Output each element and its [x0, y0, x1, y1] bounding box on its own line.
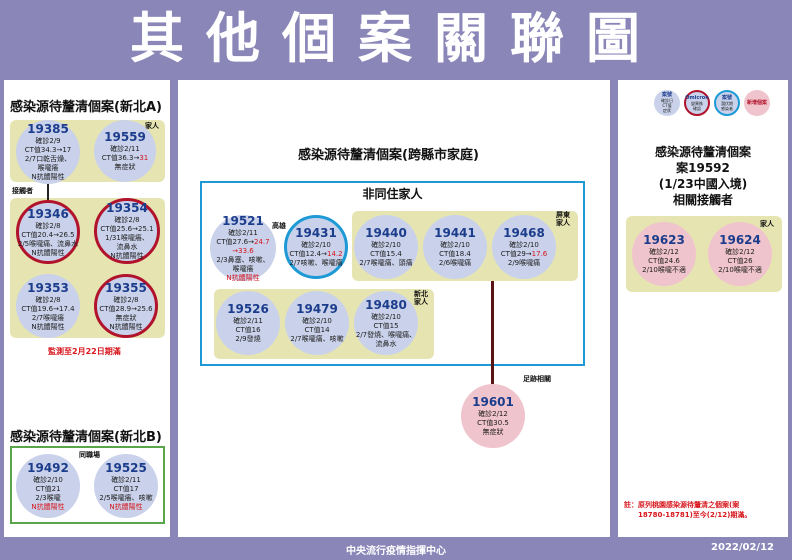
panel-right: 案號 確診日 CT值 症狀 Omicron 變異株 確認 案號 潛伏期 感染者 …	[618, 80, 788, 537]
legend-new-case: 新增個案	[744, 90, 770, 116]
tag-workplace: 同職場	[79, 451, 100, 459]
case-19480[interactable]: 19480 確診2/10 CT值15 2/7發燒、喉嚨痛、 流鼻水	[354, 291, 418, 355]
case-19526[interactable]: 19526 確診2/11 CT值16 2/9發燒	[216, 291, 280, 355]
case-19492[interactable]: 19492 確診2/10 CT值21 2/3喉嚨 N抗體陽性	[16, 454, 80, 518]
tag-right-family: 家人	[760, 220, 774, 228]
tag-kaohsiung: 高雄	[272, 222, 286, 230]
right-title-3: (1/23中國入境)	[658, 177, 748, 191]
footer-center: 中央流行疫情指揮中心	[346, 546, 446, 557]
group-a-title: 感染源待釐清個案(新北A)	[10, 100, 162, 115]
page-title: 其他個案關聯圖	[130, 7, 662, 70]
tag-contact: 接觸者	[12, 187, 33, 195]
footprint-line	[491, 281, 494, 384]
legend-case: 案號 確診日 CT值 症狀	[654, 90, 680, 116]
middle-title: 感染源待釐清個案(跨縣市家庭)	[298, 148, 479, 163]
monitor-note: 監測至2月22日期滿	[48, 347, 121, 356]
right-title-4: 相關接觸者	[672, 193, 733, 207]
non-cohabiting-frame	[200, 181, 585, 366]
non-cohabiting-title: 非同住家人	[362, 187, 423, 201]
tag-pingtung: 屏東 家人	[556, 211, 570, 227]
legend-incubation: 案號 潛伏期 感染者	[714, 90, 740, 116]
footer-date: 2022/02/12	[711, 542, 774, 553]
case-19346[interactable]: 19346 確診2/8 CT值20.4→26.5 2/5喉嚨痛、流鼻水 N抗體陽…	[16, 200, 80, 264]
case-19353[interactable]: 19353 確診2/8 CT值19.6→17.4 2/7喉嚨癢 N抗體陽性	[16, 274, 80, 338]
case-19385[interactable]: 19385 確診2/9 CT值34.3→17 2/7口乾舌燥、 喉嚨癢 N抗體陽…	[16, 120, 80, 184]
case-19431[interactable]: 19431 確診2/10 CT值12.4→14.2 2/7咳嗽、喉嚨痛	[284, 215, 348, 279]
legend-omicron: Omicron 變異株 確認	[684, 90, 710, 116]
tag-family: 家人	[145, 122, 159, 130]
group-b-title: 感染源待釐清個案(新北B)	[10, 430, 162, 445]
case-19559[interactable]: 19559 確診2/11 CT值36.3→31 無症狀	[94, 120, 156, 182]
case-19601[interactable]: 19601 確診2/12 CT值30.5 無症狀	[461, 384, 525, 448]
right-title-1: 感染源待釐清個案	[654, 145, 751, 159]
panel-middle: 感染源待釐清個案(跨縣市家庭) 非同住家人 屏東 家人 新北 家人 高雄 195…	[178, 80, 610, 537]
tag-footprint: 足跡相關	[523, 375, 551, 383]
case-19468[interactable]: 19468 確診2/10 CT值29→17.6 2/9喉嚨痛	[492, 215, 556, 279]
panel-left: 感染源待釐清個案(新北A) 家人 接觸者 19385 確診2/9 CT值34.3…	[4, 80, 170, 537]
case-19441[interactable]: 19441 確診2/10 CT值18.4 2/6喉嚨痛	[423, 215, 487, 279]
case-19355[interactable]: 19355 確診2/8 CT值28.9→25.6 無症狀 N抗體陽性	[94, 274, 158, 338]
tag-newtaipei: 新北 家人	[414, 290, 428, 306]
case-19624[interactable]: 19624 確診2/12 CT值26 2/10喉嚨不適	[708, 222, 772, 286]
connector-line	[47, 180, 49, 204]
right-note: 註：原列桃園感染源待釐清之個案(案 18780-18781)至今(2/12)期滿…	[624, 501, 752, 519]
group-b-frame	[10, 446, 165, 524]
case-19354[interactable]: 19354 確診2/8 CT值25.6→25.1 1/31喉嚨癢、 流鼻水 N抗…	[94, 198, 160, 264]
case-19479[interactable]: 19479 確診2/10 CT值14 2/7喉嚨痛、咳嗽	[285, 291, 349, 355]
case-19521[interactable]: 19521 確診2/11 CT值27.6→24.7 →33.6 2/3鼻塞、咳嗽…	[210, 214, 276, 282]
right-title-2: 案19592	[676, 161, 730, 175]
case-19623[interactable]: 19623 確診2/12 CT值24.6 2/10喉嚨不適	[632, 222, 696, 286]
case-19525[interactable]: 19525 確診2/11 CT值17 2/5喉嚨癢、咳嗽 N抗體陽性	[94, 454, 158, 518]
footer: 中央流行疫情指揮中心 2022/02/12	[0, 537, 792, 560]
case-19440[interactable]: 19440 確診2/10 CT值15.4 2/7喉嚨痛、頭痛	[354, 215, 418, 279]
